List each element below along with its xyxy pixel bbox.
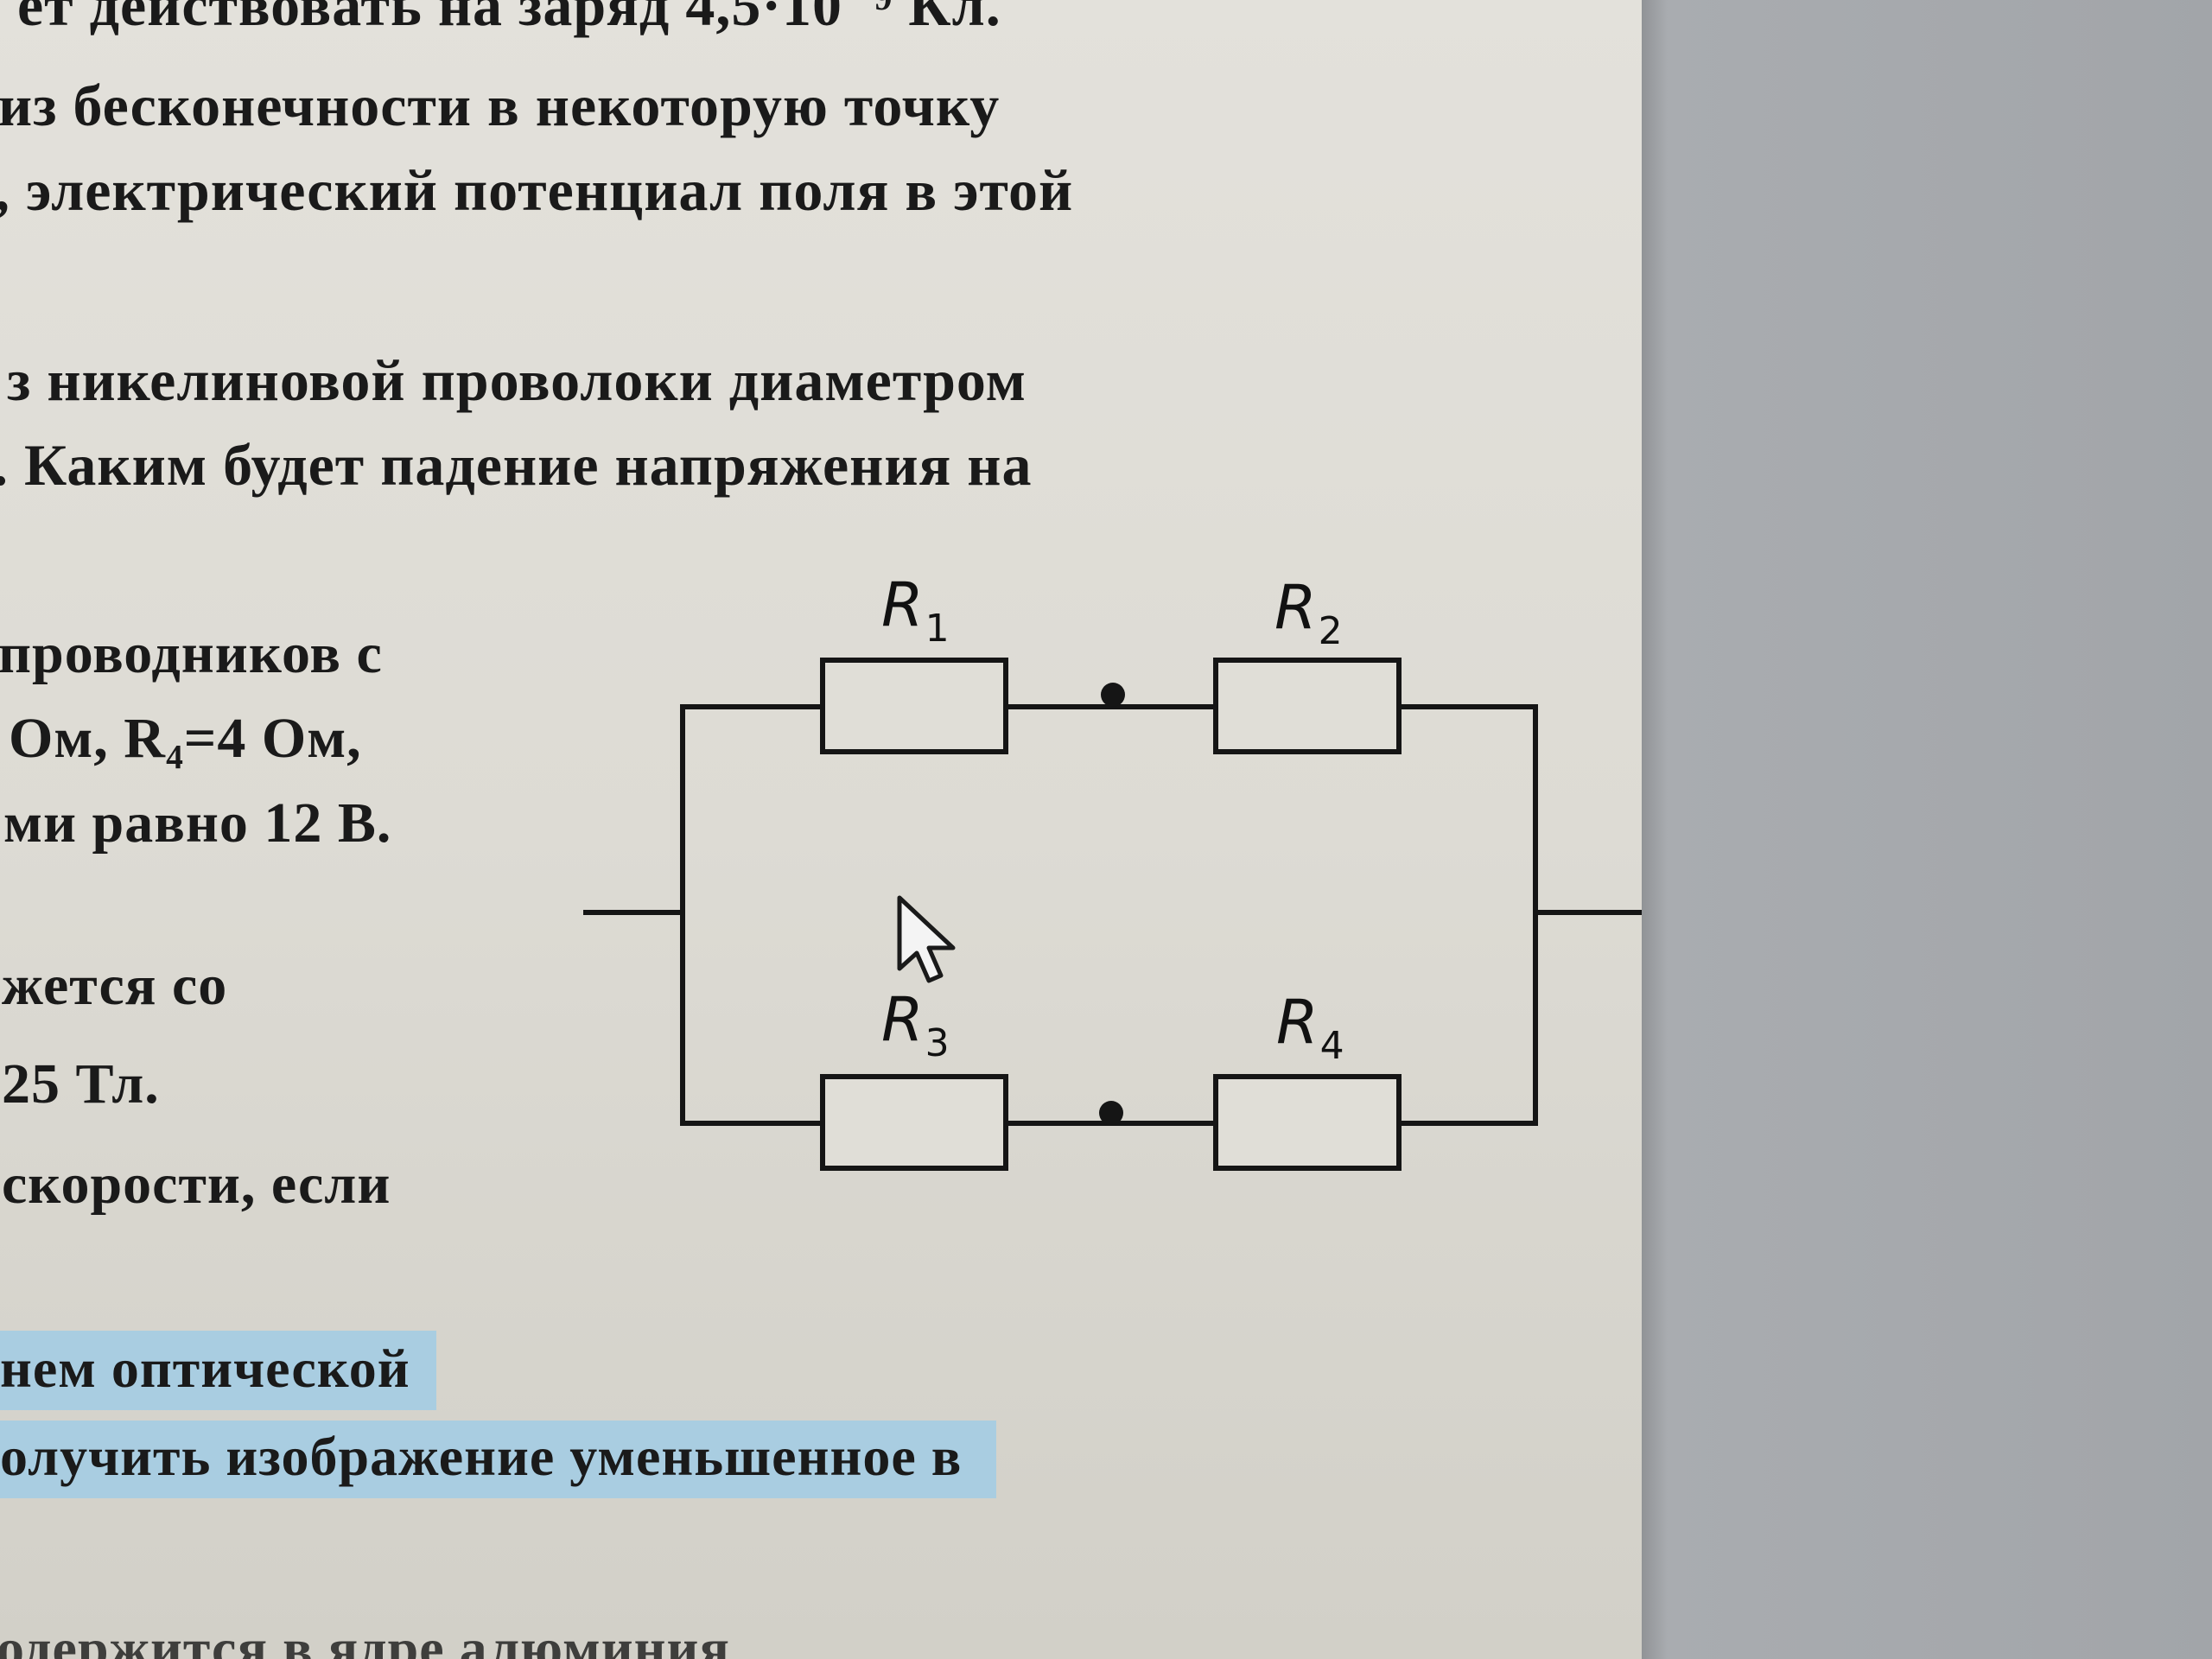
junction-bottom <box>1099 1101 1123 1125</box>
page-edge-shadow <box>1642 0 1668 1659</box>
resistor-r1 <box>820 658 1008 754</box>
resistor-r2 <box>1213 658 1402 754</box>
circuit-diagram: R1 R2 R3 R4 <box>570 553 1642 1192</box>
text-line-6: проводников с <box>0 622 383 685</box>
text-line-8: ми равно 12 В. <box>3 791 392 855</box>
text-line-7: Ом, R₄=4 Ом, <box>9 707 362 770</box>
resistor-r3 <box>820 1074 1008 1171</box>
label-r2: R2 <box>1274 572 1343 653</box>
document-page: ет действовать на заряд 4,5·10⁻⁹ Кл. из … <box>0 0 1642 1659</box>
circuit-schematic <box>583 658 1642 1171</box>
text-line-1: ет действовать на заряд 4,5·10⁻⁹ Кл. <box>17 0 1001 38</box>
label-r3: R3 <box>881 984 950 1065</box>
highlighted-line-2[interactable]: олучить изображение уменьшенное в <box>0 1421 997 1498</box>
label-r4: R4 <box>1276 987 1344 1068</box>
text-line-11: скорости, если <box>2 1153 391 1216</box>
text-line-9: жется со <box>2 954 228 1017</box>
label-r1: R1 <box>881 569 950 651</box>
text-line-4: з никелиновой проволоки диаметром <box>7 347 1027 413</box>
highlighted-line-1[interactable]: нем оптической <box>0 1331 436 1410</box>
text-line-3: , электрический потенциал поля в этой <box>0 157 1074 223</box>
text-line-2: из бесконечности в некоторую точку <box>0 73 1001 138</box>
text-line-5: . Каким будет падение напряжения на <box>0 432 1033 498</box>
resistor-r4 <box>1213 1074 1402 1171</box>
mouse-pointer-icon <box>897 895 956 983</box>
junction-top <box>1101 683 1125 707</box>
text-line-10: 25 Тл. <box>2 1052 160 1116</box>
text-line-14: одержится в ядре алюминия <box>0 1618 730 1659</box>
